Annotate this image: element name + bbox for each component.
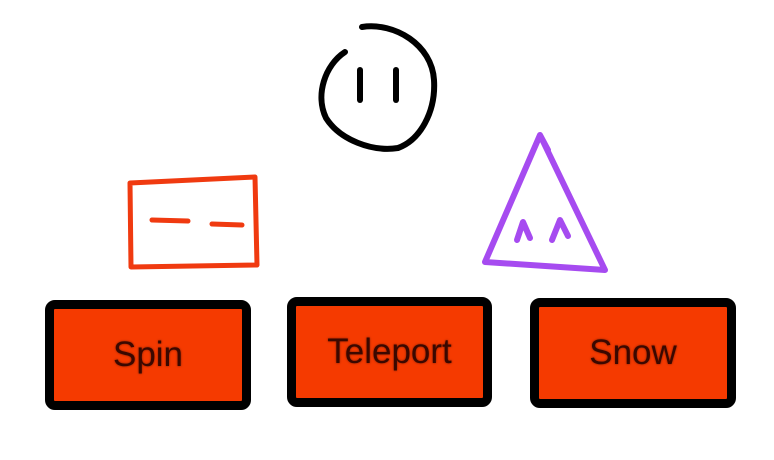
snow-button[interactable]: Snow bbox=[530, 298, 736, 408]
purple-triangle-character-sprite bbox=[482, 132, 608, 273]
teleport-button[interactable]: Teleport bbox=[287, 297, 492, 407]
red-rectangle-character-sprite bbox=[127, 174, 260, 270]
spin-button[interactable]: Spin bbox=[45, 300, 251, 410]
spin-button-label: Spin bbox=[112, 335, 184, 374]
snow-button-label: Snow bbox=[589, 333, 677, 372]
teleport-button-label: Teleport bbox=[327, 332, 452, 371]
black-round-character-sprite bbox=[318, 23, 438, 152]
